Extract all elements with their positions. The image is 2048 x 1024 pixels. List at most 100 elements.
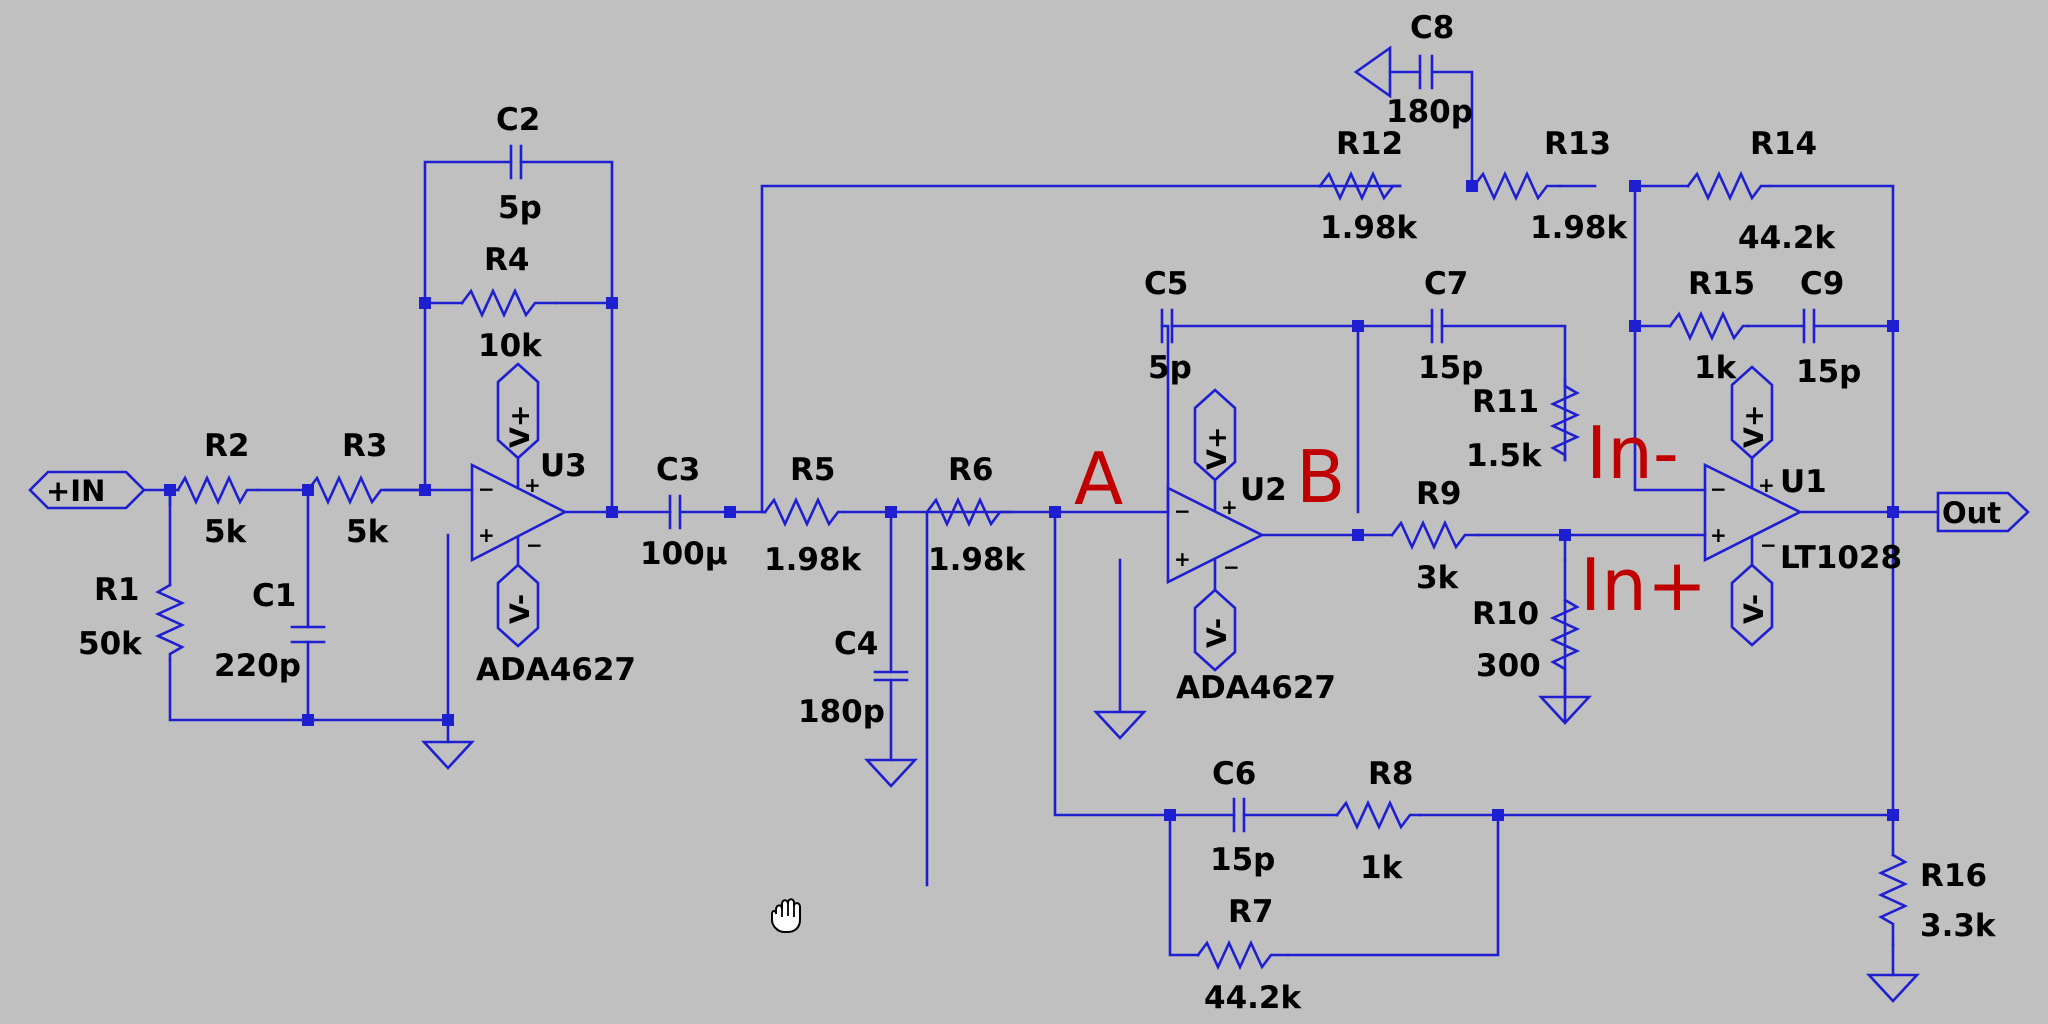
wires [142, 70, 1940, 977]
ground-icon [1866, 973, 1920, 1003]
R6-symbol [925, 496, 1013, 528]
svg-text:V+: V+ [1202, 426, 1233, 470]
annotation-node-b: B [1296, 435, 1345, 519]
output-port[interactable]: Out [1936, 491, 2030, 533]
R5-symbol [763, 496, 847, 528]
R11-ref: R11 [1472, 384, 1539, 420]
pin-minus: − [1174, 499, 1191, 523]
R12-ref: R12 [1336, 126, 1403, 162]
R6-ref: R6 [948, 452, 993, 488]
input-port-label: +IN [46, 474, 105, 508]
C5-symbol [1160, 308, 1174, 344]
C9-ref: C9 [1800, 266, 1844, 302]
C9-symbol [1802, 308, 1816, 344]
R11-value: 1.5k [1466, 438, 1543, 474]
R8-symbol [1335, 799, 1422, 831]
rail-pin-minus: − [526, 533, 543, 557]
R11-symbol [1549, 384, 1581, 462]
R10-value: 300 [1476, 648, 1541, 684]
ground-icon [1538, 695, 1592, 725]
node-annotations: A B In- In+ [1074, 411, 1707, 627]
C1-value: 220p [214, 648, 301, 684]
R8-value: 1k [1360, 850, 1404, 886]
C2-value: 5p [498, 190, 542, 226]
R13-ref: R13 [1544, 126, 1611, 162]
R3-value: 5k [346, 514, 390, 550]
R2-symbol [176, 474, 260, 506]
opamp-U2[interactable]: − + + − U2 ADA4627 [1166, 472, 1336, 706]
pin-plus: + [1710, 523, 1727, 547]
R3-ref: R3 [342, 428, 387, 464]
R14-symbol [1686, 170, 1772, 202]
R4-value: 10k [478, 328, 543, 364]
R1-value: 50k [78, 626, 143, 662]
C2-symbol [509, 144, 523, 180]
annotation-in-minus: In- [1586, 411, 1679, 495]
opamp-U1[interactable]: − + + − U1 LT1028 [1703, 456, 1902, 576]
R15-value: 1k [1694, 350, 1738, 386]
R7-ref: R7 [1228, 894, 1273, 930]
R4-symbol [460, 287, 557, 319]
C1-ref: C1 [252, 578, 296, 614]
R5-ref: R5 [790, 452, 835, 488]
R16-value: 3.3k [1920, 908, 1997, 944]
C4-value: 180p [798, 694, 885, 730]
svg-text:V+: V+ [505, 404, 536, 448]
R8-ref: R8 [1368, 756, 1413, 792]
R3-symbol [306, 474, 427, 506]
C2-ref: C2 [496, 102, 540, 138]
C7-value: 15p [1418, 350, 1483, 386]
C8-ref: C8 [1410, 10, 1454, 46]
R1-symbol [154, 583, 186, 662]
rail-flag-vplus-U3: V+ [496, 362, 540, 460]
C7-ref: C7 [1424, 266, 1468, 302]
R15-symbol [1668, 310, 1750, 342]
R7-value: 44.2k [1204, 980, 1302, 1016]
component-labels: R2 5k R3 5k R1 50k C1 220p C2 5p R4 10k … [78, 10, 1997, 1016]
ground-icon [1353, 45, 1392, 99]
C8-symbol [1418, 54, 1434, 90]
pin-plus: + [478, 523, 495, 547]
annotation-in-plus: In+ [1580, 543, 1707, 627]
R5-value: 1.98k [764, 542, 862, 578]
C5-value: 5p [1148, 350, 1192, 386]
R15-ref: R15 [1688, 266, 1755, 302]
C4-ref: C4 [834, 626, 878, 662]
C6-value: 15p [1210, 842, 1275, 878]
rail-flag-vminus-U3: V- [496, 563, 540, 648]
rail-pin-minus: − [1223, 555, 1240, 579]
C4-symbol [873, 670, 909, 682]
svg-text:V-: V- [505, 594, 536, 624]
capacitor-symbols [290, 54, 1816, 833]
junctions [164, 180, 1899, 821]
svg-text:V-: V- [1202, 618, 1233, 648]
opamp-U3[interactable]: − + + − U3 ADA4627 [470, 448, 636, 688]
C5-ref: C5 [1144, 266, 1188, 302]
R13-value: 1.98k [1530, 210, 1628, 246]
C8-value: 180p [1386, 94, 1473, 130]
R10-symbol [1549, 598, 1581, 699]
ground-icon [421, 740, 475, 770]
input-port[interactable]: +IN [28, 470, 146, 510]
pin-minus: − [1710, 477, 1727, 501]
C9-value: 15p [1796, 354, 1861, 390]
C6-symbol [1232, 797, 1246, 833]
opamp-ref: U2 [1240, 472, 1287, 508]
R16-symbol [1877, 853, 1909, 947]
resistor-symbols [154, 170, 1909, 971]
rail-flag-vplus-U1: V+ [1730, 365, 1774, 460]
pin-plus: + [1174, 547, 1191, 571]
C3-symbol [668, 494, 682, 530]
R16-ref: R16 [1920, 858, 1987, 894]
hand-grab-cursor-icon [771, 898, 801, 933]
opamp-model: ADA4627 [1176, 670, 1336, 706]
C6-ref: C6 [1212, 756, 1256, 792]
ground-icon [1093, 710, 1147, 740]
opamp-model: LT1028 [1780, 540, 1902, 576]
output-port-label: Out [1942, 496, 2001, 530]
rail-flag-vminus-U2: V- [1193, 588, 1237, 672]
R12-value: 1.98k [1320, 210, 1418, 246]
rail-pin-plus: + [1221, 495, 1238, 519]
